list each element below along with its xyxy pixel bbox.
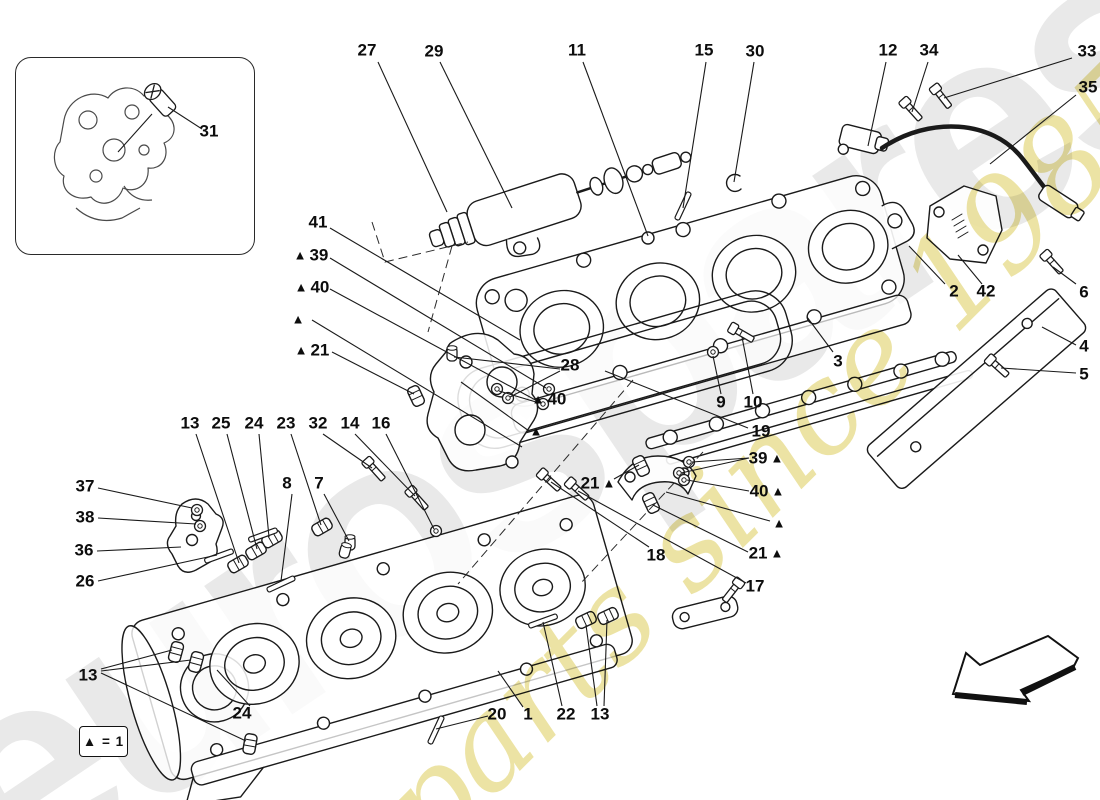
leader-lines [96, 57, 1077, 742]
bracket-drawing-mount [166, 498, 224, 573]
inset-leader-lines [117, 106, 203, 153]
legend-text: ▲ = 1 [82, 734, 125, 749]
bracket-drawing-small [671, 595, 739, 630]
inset-detail-box [15, 57, 255, 255]
legend-box: ▲ = 1 [79, 726, 128, 757]
construction-lines [371, 221, 704, 585]
inset-bracket-drawing [53, 82, 203, 221]
cylinder-head-drawing [121, 494, 633, 800]
direction-arrow-icon [951, 634, 1080, 705]
solenoid-drawing [428, 151, 692, 258]
cam-rail-drawing [645, 351, 974, 465]
small-heat-shield-drawing [926, 185, 1003, 264]
heat-shield-drawing [866, 288, 1087, 489]
cover-hole [641, 231, 655, 245]
inset-sensor-drawing [143, 82, 177, 117]
